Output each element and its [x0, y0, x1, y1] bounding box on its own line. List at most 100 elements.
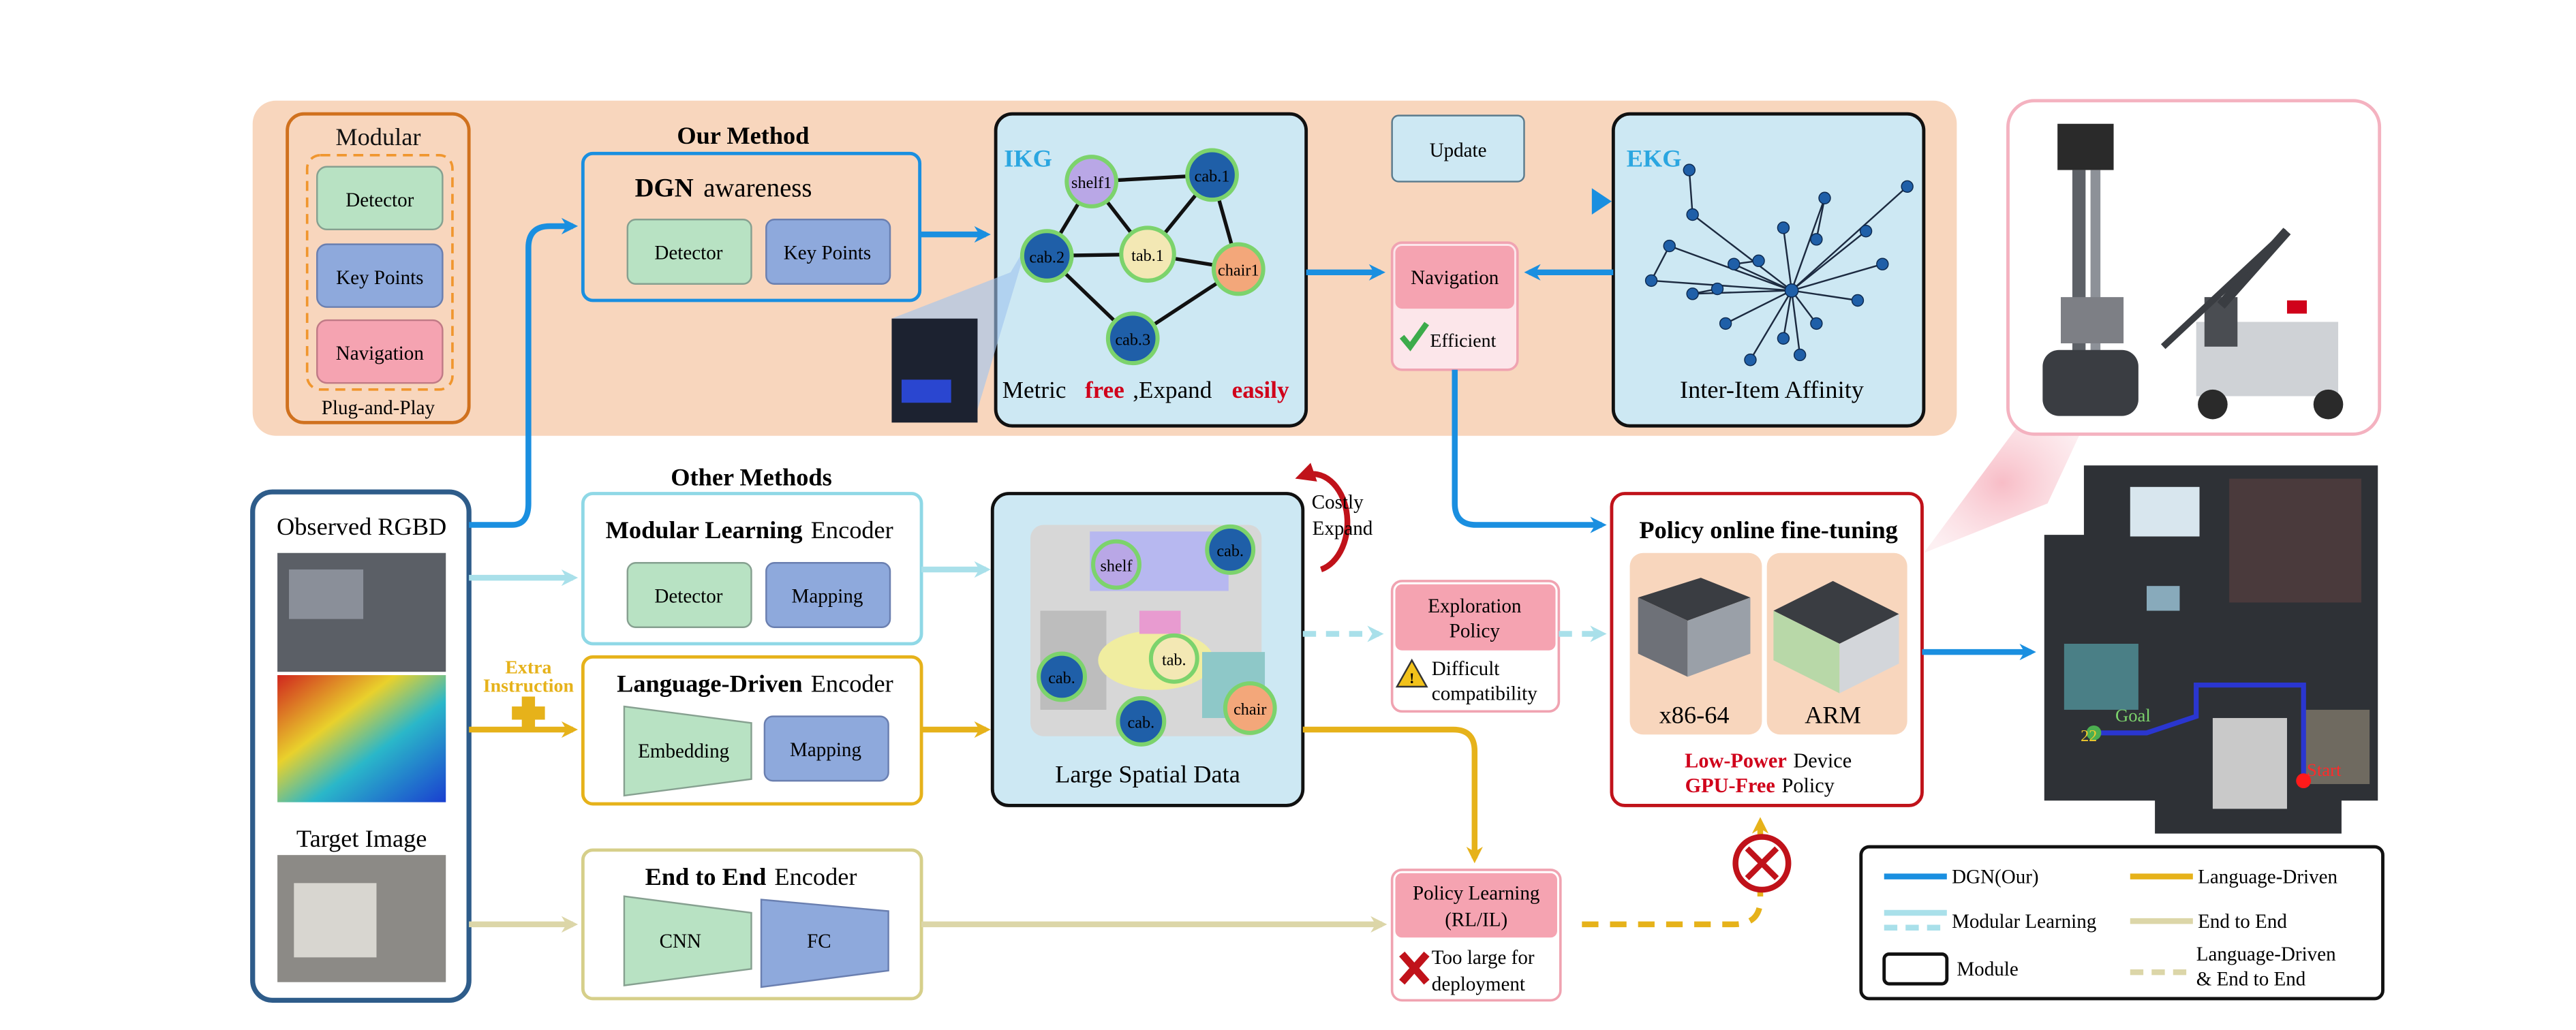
ikg-node-cab1-label: cab.1	[1195, 168, 1230, 186]
spatial-node-cab-left	[1037, 651, 1087, 702]
start-label: Start	[2307, 760, 2342, 780]
navigation-title-bg	[1395, 246, 1514, 309]
legend-dgn-label: DGN(Our)	[1952, 866, 2039, 888]
spatial-node-cab-top	[1205, 524, 1256, 575]
dgn-title-bold: DGN	[635, 173, 694, 202]
ml-detector-box	[626, 562, 752, 628]
ikg-node-shelf1	[1064, 155, 1119, 208]
extra-instruction-line2: Instruction	[483, 675, 574, 696]
ld-mapping-label: Mapping	[790, 739, 861, 761]
ikg-caption-expand: ,Expand	[1133, 377, 1212, 403]
x86-device-label: x86-64	[1659, 701, 1730, 728]
modular-detector-label: Detector	[346, 189, 414, 211]
ld-mapping-box	[763, 715, 889, 782]
modular-navigation-box	[316, 319, 444, 384]
depth-observation-image	[277, 675, 446, 802]
spatial-to-policy-learning-arrow	[1302, 726, 1483, 864]
x86-device-icon	[1638, 578, 1751, 677]
policy-learning-to-online-arrow	[1582, 817, 1769, 928]
modular-detector-box	[316, 166, 444, 231]
legend-e2e-label: End to End	[2198, 911, 2287, 933]
ikg-node-cab3-label: cab.3	[1115, 330, 1150, 349]
legend-language-label: Language-Driven	[2198, 866, 2337, 888]
exploration-title-line2: Policy	[1450, 620, 1501, 642]
policy-learning-title-bg	[1395, 873, 1557, 938]
plug-and-play-label: Plug-and-Play	[322, 397, 435, 419]
spatial-node-chair-label: chair	[1233, 700, 1266, 719]
start-marker	[2296, 773, 2312, 789]
navigation-status: Efficient	[1430, 330, 1496, 352]
spatial-node-shelf-label: shelf	[1100, 557, 1133, 575]
plus-icon	[512, 696, 545, 730]
ld-embedding-box	[623, 705, 752, 797]
modular-keypoints-box	[316, 243, 444, 308]
dgn-keypoints-box	[765, 219, 891, 285]
update-box	[1391, 114, 1525, 183]
gpu-free-rest: Policy	[1782, 774, 1835, 797]
spatial-node-cab-bottom-label: cab.	[1128, 714, 1155, 732]
modular-keypoints-label: Key Points	[336, 267, 423, 289]
ld-embedding-label: Embedding	[638, 740, 729, 762]
ikg-node-cab3	[1105, 311, 1160, 366]
ml-mapping-label: Mapping	[791, 585, 863, 607]
blocked-icon-cross	[1745, 846, 1779, 881]
trajectory-path	[2097, 682, 2306, 781]
spatial-node-tab-label: tab.	[1162, 651, 1186, 670]
exploration-title-bg	[1395, 584, 1556, 651]
modular-navigation-label: Navigation	[336, 343, 425, 364]
navigation-title: Navigation	[1411, 267, 1499, 289]
ikg-node-tab1	[1119, 225, 1176, 283]
legend-modular-label: Modular Learning	[1952, 911, 2096, 933]
costly-expand-line2: Expand	[1313, 518, 1373, 540]
our-method-heading: Our Method	[677, 122, 809, 149]
arm-device-icon	[1773, 580, 1899, 693]
exploration-warning-line2: compatibility	[1432, 683, 1537, 704]
ekg-label: EKG	[1627, 145, 1682, 172]
spatial-node-tab	[1148, 633, 1199, 684]
map-number-label: 22	[2081, 727, 2097, 745]
ikg-node-chair1-label: chair1	[1218, 262, 1259, 280]
spatial-node-chair	[1223, 681, 1277, 735]
spatial-node-cab-top-label: cab.	[1216, 542, 1244, 561]
e2e-cnn-box	[623, 895, 752, 986]
ikg-caption-free: free	[1085, 377, 1124, 403]
extra-instruction-line1: Extra	[505, 657, 551, 678]
dgn-detector-label: Detector	[654, 242, 722, 264]
rgb-image-detail	[289, 569, 364, 619]
spatial-caption: Large Spatial Data	[1055, 761, 1240, 788]
ikg-node-shelf1-label: shelf1	[1071, 174, 1111, 192]
e2e-title-rest: Encoder	[774, 863, 857, 890]
navigation-to-policy-arrow	[1452, 369, 1607, 533]
low-power-rest: Device	[1793, 749, 1852, 772]
gpu-free-label: GPU-Free	[1685, 774, 1775, 797]
e2e-fc-label: FC	[807, 931, 831, 952]
legend-module-label: Module	[1957, 958, 2018, 980]
ekg-nodes	[1644, 163, 1914, 366]
exploration-title-line1: Exploration	[1428, 595, 1522, 617]
e2e-title-bold: End to End	[645, 863, 767, 890]
dgn-keypoints-label: Key Points	[784, 242, 871, 264]
ikg-node-cab2-label: cab.2	[1029, 248, 1064, 266]
language-driven-title-rest: Encoder	[811, 670, 893, 697]
observed-to-dgn-arrow	[469, 217, 579, 528]
modular-learning-title-bold: Modular Learning	[606, 516, 803, 544]
e2e-fc-box	[760, 899, 889, 988]
ikg-node-cab1	[1185, 148, 1239, 202]
legend-module-swatch	[1882, 952, 1949, 986]
language-driven-title-bold: Language-Driven	[617, 670, 802, 697]
ikg-label: IKG	[1004, 145, 1052, 172]
other-methods-heading: Other Methods	[671, 463, 831, 490]
robot-callout-beam	[1923, 412, 2081, 553]
ikg-caption-metric: Metric	[1002, 377, 1067, 403]
modular-title: Modular	[335, 123, 420, 151]
legend-box	[1859, 845, 2385, 1001]
dgn-detector-box	[626, 219, 752, 285]
target-image-title: Target Image	[296, 825, 427, 852]
policy-learning-warning-line2: deployment	[1432, 973, 1525, 995]
low-power-label: Low-Power	[1685, 749, 1787, 772]
dgn-title-rest: awareness	[703, 173, 812, 202]
legend-combined-label-line1: Language-Driven	[2196, 943, 2336, 965]
ikg-node-cab2	[1019, 229, 1074, 283]
exploration-warning-line1: Difficult	[1432, 658, 1500, 680]
goal-marker	[2086, 725, 2102, 740]
